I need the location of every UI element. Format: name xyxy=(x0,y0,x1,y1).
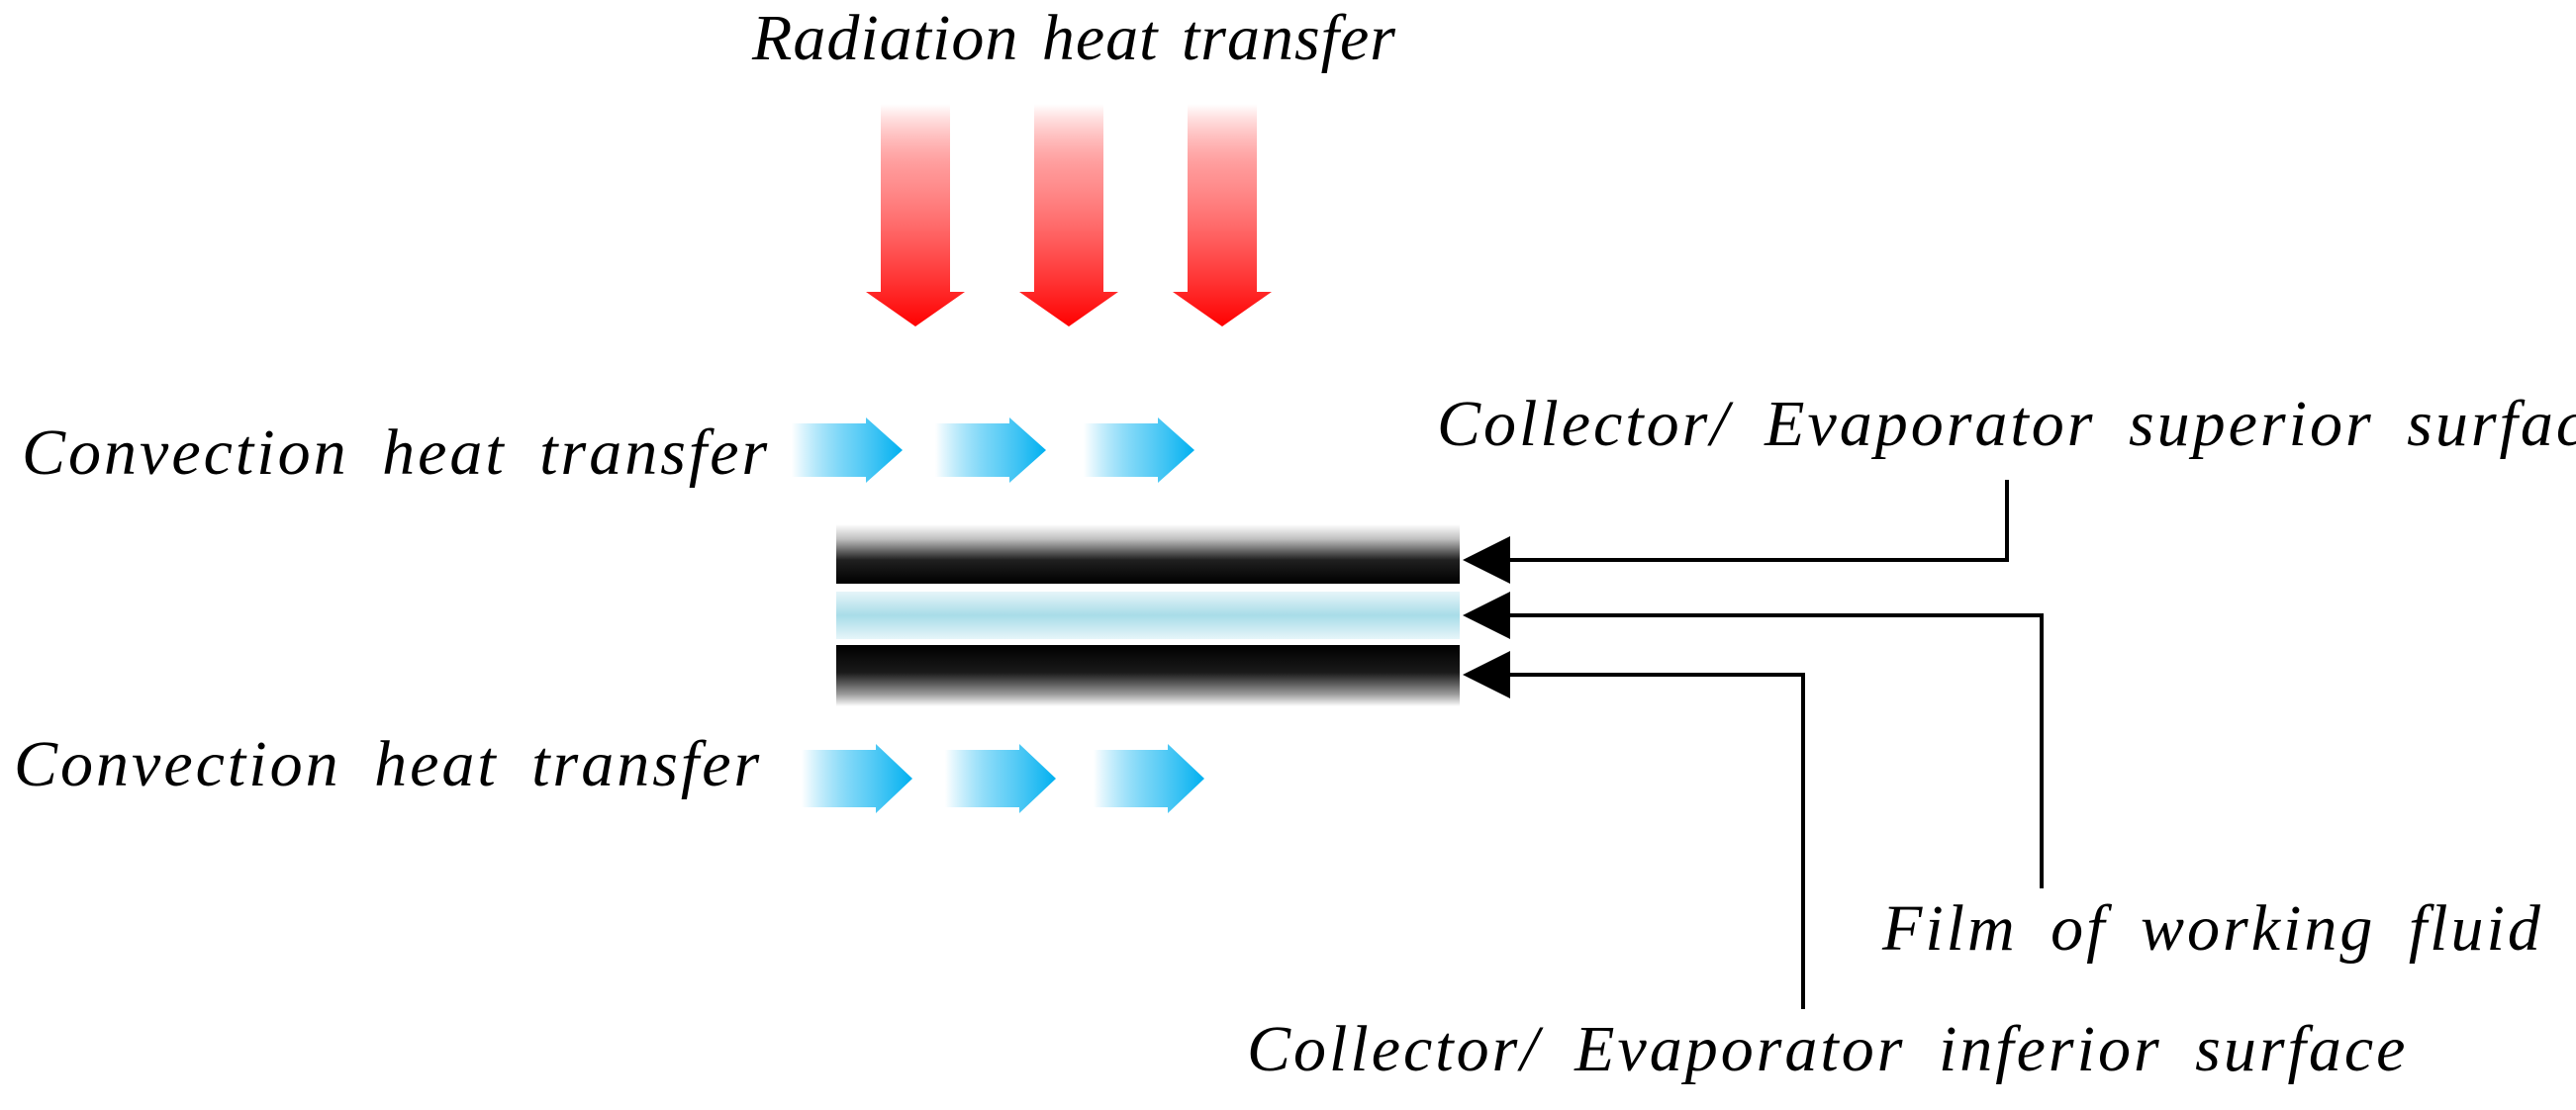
leader-inferior xyxy=(1463,651,1805,1009)
radiation-arrow-3 xyxy=(1173,104,1272,326)
leader-film xyxy=(1463,592,2044,888)
superior-surface-label: Collector/ Evaporator superior surface xyxy=(1437,388,2576,460)
radiation-arrows xyxy=(866,104,1272,326)
convection-arrow-top-3 xyxy=(1084,417,1194,483)
collector-stack xyxy=(836,524,1460,706)
convection-arrow-bottom-3 xyxy=(1094,744,1204,813)
convection-top-label: Convection heat transfer xyxy=(22,416,771,489)
radiation-heat-transfer-label: Radiation heat transfer xyxy=(752,2,1396,74)
superior-surface-plate xyxy=(836,524,1460,584)
inferior-surface-label: Collector/ Evaporator inferior surface xyxy=(1247,1013,2409,1085)
convection-arrow-top-2 xyxy=(935,417,1046,483)
radiation-arrow-2 xyxy=(1019,104,1118,326)
convection-arrow-top-1 xyxy=(792,417,903,483)
leader-superior xyxy=(1463,480,2009,584)
convection-arrows-bottom xyxy=(802,744,1204,813)
convection-arrow-bottom-1 xyxy=(802,744,912,813)
radiation-arrow-1 xyxy=(866,104,965,326)
convection-arrow-bottom-2 xyxy=(945,744,1056,813)
inferior-surface-plate xyxy=(836,645,1460,706)
convection-arrows-top xyxy=(792,417,1194,483)
working-fluid-film-label: Film of working fluid xyxy=(1882,892,2543,965)
convection-bottom-label: Convection heat transfer xyxy=(14,728,763,800)
working-fluid-film xyxy=(836,592,1460,639)
leader-lines xyxy=(1463,480,2044,1009)
